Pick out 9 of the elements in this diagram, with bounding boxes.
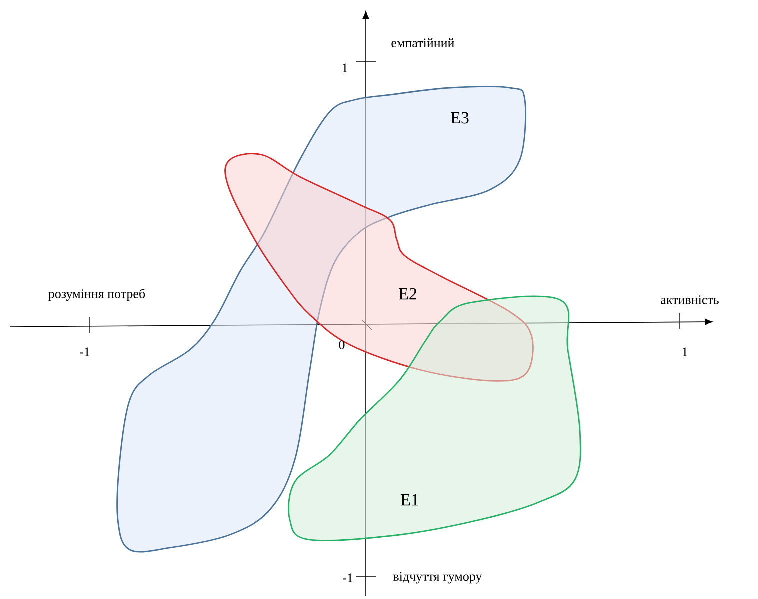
axis-label: відчуття гумору — [393, 572, 482, 584]
axis-label: 0 — [339, 340, 345, 350]
axis-label: розуміння потреб — [48, 288, 146, 302]
axis-label: -1 — [343, 574, 353, 582]
axis-label: емпатійний — [392, 38, 454, 48]
axis-label: активність — [661, 296, 719, 304]
axis-label: 1 — [682, 348, 688, 356]
axis-label: 1 — [342, 64, 348, 72]
axis-label: -1 — [80, 348, 90, 356]
